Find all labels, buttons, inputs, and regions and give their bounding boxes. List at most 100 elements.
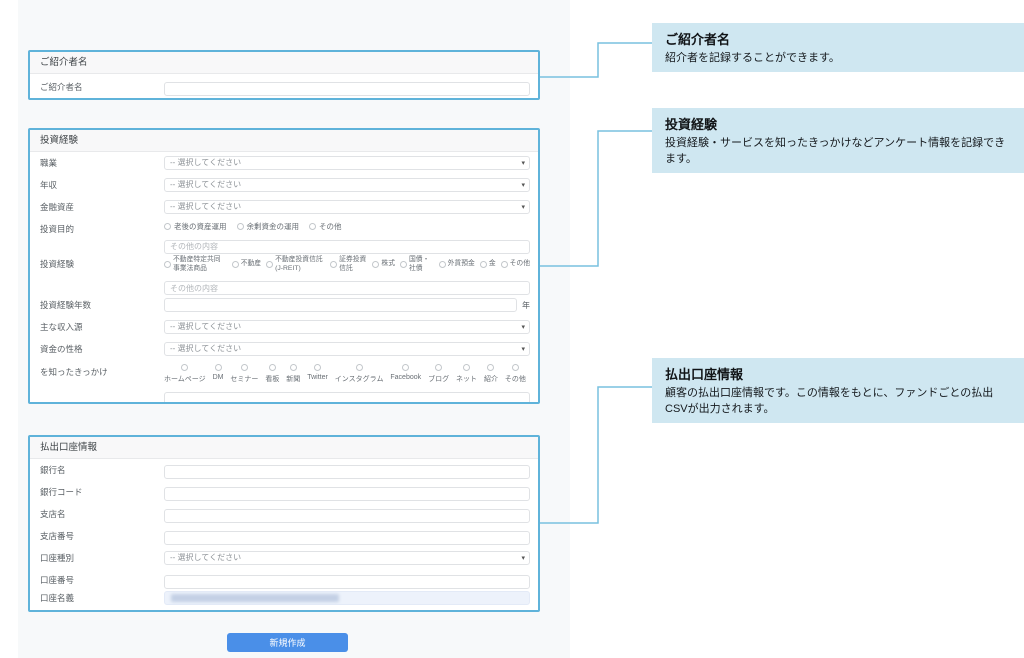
radio-button[interactable] <box>236 223 244 230</box>
radio-button[interactable] <box>314 364 322 371</box>
radio-label: 国債・社債 <box>409 256 430 272</box>
section-title: ご紹介者名 <box>30 52 538 74</box>
form-row: 投資経験 不動産特定共同事業法商品 不動産 不動産投資信託 (J-REIT) 証券投資信… <box>30 252 538 296</box>
callout-title: ご紹介者名 <box>665 32 731 47</box>
radio-option: 証券投資信託 <box>330 256 367 274</box>
text-input-2-0[interactable] <box>164 464 530 479</box>
radio-button[interactable] <box>400 261 407 269</box>
section-title: 投資経験 <box>30 130 538 152</box>
field-label: 主な収入源 <box>40 322 83 332</box>
radio-label: 金 <box>488 260 496 268</box>
radio-option: その他 <box>500 260 530 269</box>
text-input-0-0[interactable] <box>164 81 530 96</box>
select-field-2-4[interactable]: -- 選択してください▾ <box>164 551 530 565</box>
radio-option: 新聞 <box>286 364 300 384</box>
radio-button[interactable] <box>500 261 508 269</box>
radio-option: ネット <box>456 364 477 384</box>
radio-button[interactable] <box>164 261 171 269</box>
radio-button[interactable] <box>402 364 410 371</box>
field-label: ご紹介者名 <box>40 82 83 92</box>
text-input-1-4[interactable] <box>164 281 530 296</box>
field-label: 支店番号 <box>40 531 75 541</box>
radio-label: 株式 <box>381 260 395 268</box>
redacted-value <box>171 594 339 602</box>
field-area: 不動産特定共同事業法商品 不動産 不動産投資信託 (J-REIT) 証券投資信託 株式 国… <box>164 256 530 296</box>
radio-option: その他 <box>309 221 342 232</box>
radio-button[interactable] <box>289 364 297 371</box>
text-input-2-1[interactable] <box>164 486 530 501</box>
select-field-1-0[interactable]: -- 選択してください▾ <box>164 156 530 170</box>
radio-option: セミナー <box>230 364 258 384</box>
field-label: 投資目的 <box>40 224 75 234</box>
radio-label: その他 <box>509 260 530 268</box>
section-1: 投資経験職業-- 選択してください▾年収-- 選択してください▾金融資産-- 選… <box>28 128 540 404</box>
radio-button[interactable] <box>487 364 495 371</box>
radio-button[interactable] <box>181 364 189 371</box>
form-row: 支店名 <box>30 503 538 525</box>
radio-label: 看板 <box>265 376 280 383</box>
text-input-1-5[interactable] <box>164 298 517 312</box>
field-area: -- 選択してください▾ <box>164 200 530 214</box>
radio-option: 金 <box>479 260 496 269</box>
radio-button[interactable] <box>511 364 519 371</box>
form-row: ご紹介者名 <box>30 74 538 98</box>
radio-button[interactable] <box>214 364 222 371</box>
radio-label: 不動産 <box>240 260 262 268</box>
radio-label: 余剰資金の運用 <box>246 222 300 231</box>
field-label: 支店名 <box>40 509 66 519</box>
radio-button[interactable] <box>268 364 276 371</box>
field-label: 口座名義 <box>40 593 75 603</box>
radio-option: その他 <box>505 364 526 384</box>
select-field-1-6[interactable]: -- 選択してください▾ <box>164 320 530 334</box>
radio-button[interactable] <box>231 261 239 269</box>
chevron-down-icon: ▾ <box>521 182 525 189</box>
select-field-1-1[interactable]: -- 選択してください▾ <box>164 178 530 192</box>
select-value: -- 選択してください <box>170 322 242 331</box>
section-2: 払出口座情報銀行名銀行コード支店名支店番号口座種別-- 選択してください▾口座番… <box>28 435 540 612</box>
select-field-1-2[interactable]: -- 選択してください▾ <box>164 200 530 214</box>
form-row: 職業-- 選択してください▾ <box>30 152 538 174</box>
field-area: -- 選択してください▾ <box>164 551 530 565</box>
create-button[interactable]: 新規作成 <box>227 633 348 652</box>
radio-button[interactable] <box>309 223 316 230</box>
radio-button[interactable] <box>240 364 248 371</box>
radio-button[interactable] <box>479 261 487 269</box>
callout-0: ご紹介者名紹介者を記録することができます。 <box>652 23 1024 72</box>
field-label: 投資経験 <box>40 259 75 269</box>
callout-2: 払出口座情報顧客の払出口座情報です。この情報をもとに、ファンドごとの払出CSVが… <box>652 358 1024 423</box>
callout-description: 顧客の払出口座情報です。この情報をもとに、ファンドごとの払出CSVが出力されます… <box>665 387 994 415</box>
radio-option: インスタグラム <box>335 364 383 384</box>
form-row: 投資目的 老後の資産運用余剰資金の運用その他 <box>30 218 538 254</box>
chevron-down-icon: ▾ <box>521 204 525 211</box>
select-field-1-7[interactable]: -- 選択してください▾ <box>164 342 530 356</box>
field-area <box>164 591 530 605</box>
radio-label: 不動産投資信託 (J-REIT) <box>275 256 323 272</box>
radio-label: 新聞 <box>286 376 301 383</box>
text-input-2-5[interactable] <box>164 574 530 589</box>
radio-option: ブログ <box>428 364 449 384</box>
radio-option: 不動産投資信託 (J-REIT) <box>266 256 325 274</box>
text-input-1-8[interactable] <box>164 391 530 402</box>
form-row: 年収-- 選択してください▾ <box>30 174 538 196</box>
callout-description: 紹介者を記録することができます。 <box>665 52 840 64</box>
text-input-2-3[interactable] <box>164 530 530 545</box>
chevron-down-icon: ▾ <box>521 160 525 167</box>
radio-label: ネット <box>456 376 478 383</box>
field-label: 資金の性格 <box>40 344 83 354</box>
text-input-1-3[interactable] <box>164 239 530 254</box>
radio-option: 株式 <box>372 260 395 269</box>
radio-button[interactable] <box>266 261 274 269</box>
form-row: 銀行コード <box>30 481 538 503</box>
radio-button[interactable] <box>164 223 171 230</box>
radio-button[interactable] <box>330 261 338 269</box>
callout-title: 払出口座情報 <box>665 367 744 382</box>
radio-label: セミナー <box>230 376 259 383</box>
radio-button[interactable] <box>463 364 471 371</box>
radio-button[interactable] <box>438 261 446 269</box>
radio-button[interactable] <box>355 364 363 371</box>
radio-group: 老後の資産運用余剰資金の運用その他 <box>164 221 530 232</box>
radio-option: 不動産特定共同事業法商品 <box>164 256 227 274</box>
radio-button[interactable] <box>372 261 380 269</box>
radio-button[interactable] <box>435 364 443 371</box>
text-input-2-2[interactable] <box>164 508 530 523</box>
